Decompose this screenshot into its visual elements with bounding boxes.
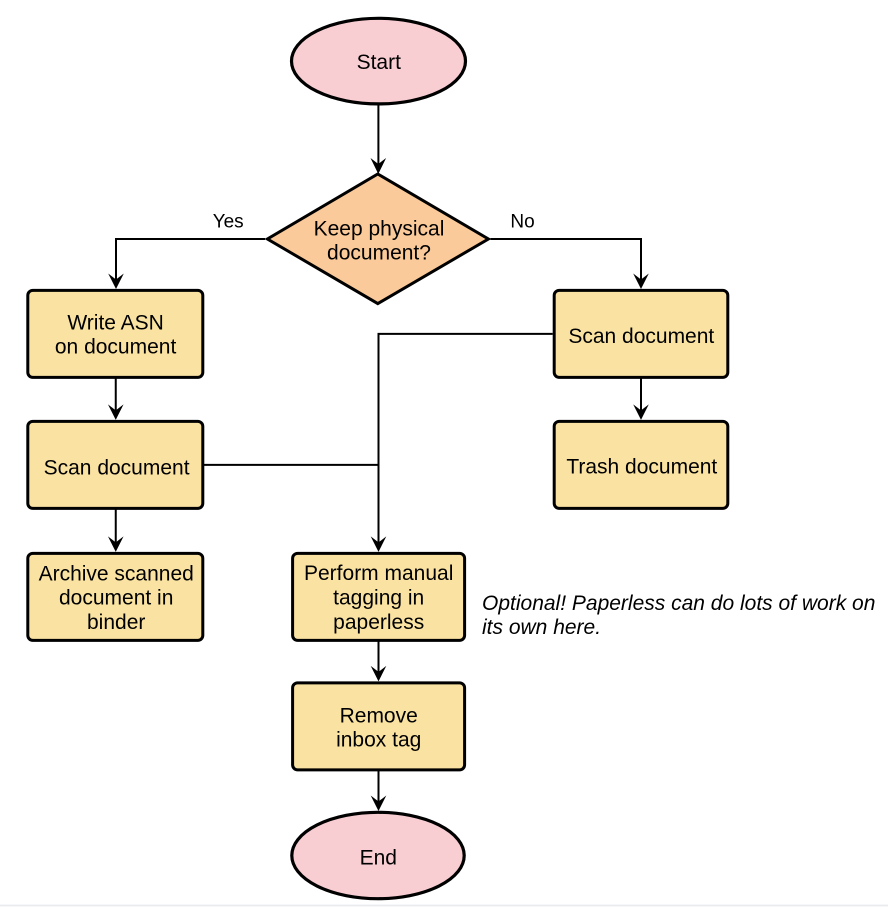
svg-text:tagging in: tagging in xyxy=(333,587,424,610)
svg-text:binder: binder xyxy=(87,611,145,634)
svg-text:Scan document: Scan document xyxy=(568,325,714,348)
svg-text:paperless: paperless xyxy=(333,611,424,634)
svg-text:on document: on document xyxy=(55,336,177,359)
svg-text:End: End xyxy=(360,847,397,870)
svg-text:Optional! Paperless can do lot: Optional! Paperless can do lots of work … xyxy=(482,592,875,615)
svg-text:Scan document: Scan document xyxy=(44,456,190,479)
svg-text:Write ASN: Write ASN xyxy=(67,311,163,334)
svg-text:No: No xyxy=(510,211,534,232)
svg-text:Trash document: Trash document xyxy=(566,456,717,479)
svg-text:Start: Start xyxy=(357,51,402,74)
svg-text:Keep physical: Keep physical xyxy=(314,218,445,241)
svg-text:Remove: Remove xyxy=(340,705,418,728)
svg-text:Perform manual: Perform manual xyxy=(304,562,453,585)
svg-text:document?: document? xyxy=(327,242,431,265)
svg-text:document in: document in xyxy=(59,587,173,610)
svg-text:inbox tag: inbox tag xyxy=(336,729,421,752)
svg-text:Yes: Yes xyxy=(213,211,244,232)
svg-text:Archive scanned: Archive scanned xyxy=(39,562,194,585)
svg-text:its own here.: its own here. xyxy=(482,616,601,639)
